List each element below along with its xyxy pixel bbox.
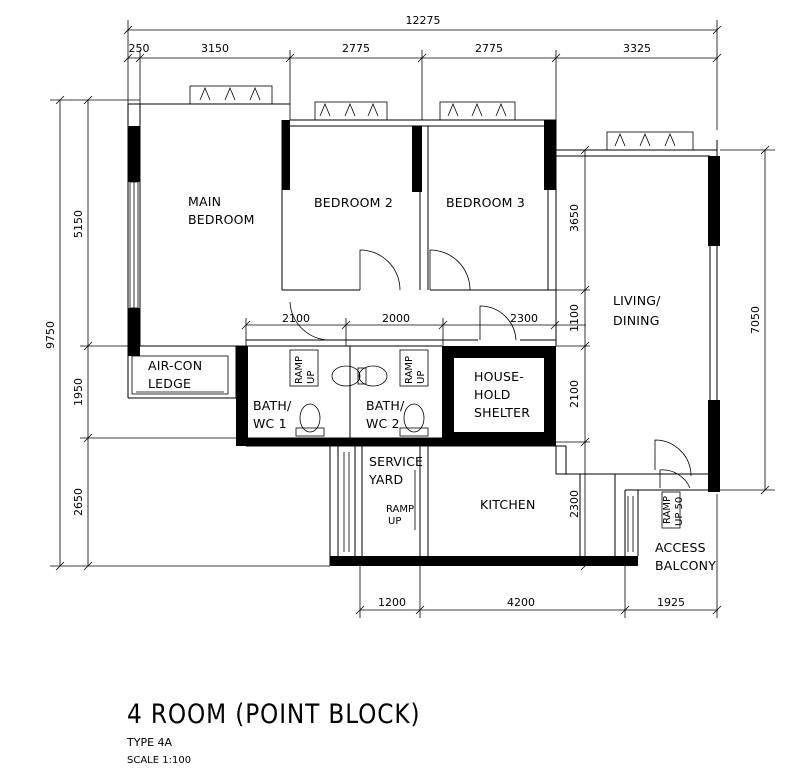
label-bedroom-2: BEDROOM 2 [314,195,393,210]
dim-left-1: 5150 [72,210,85,238]
plan-scale: SCALE 1:100 [127,755,192,766]
label-living-1: LIVING/ [613,293,661,308]
label-ramp-balcony-2: UP 50 [674,497,685,526]
label-ramp-balcony-1: RAMP [662,496,673,524]
label-shelter-3: SHELTER [474,405,530,420]
label-bath2-2: WC 2 [366,416,400,431]
room-labels: MAIN BEDROOM BEDROOM 2 BEDROOM 3 LIVING/… [148,194,716,573]
label-living-2: DINING [613,313,660,328]
label-ramp1-2: UP [306,371,317,384]
ramp-labels: RAMP UP RAMP UP RAMP UP RAMP UP 50 [294,356,685,527]
plan-title: 4 ROOM (POINT BLOCK) [127,699,421,730]
dim-inner-h-1: 2100 [282,312,310,325]
dimension-labels: 12275 250 3150 2775 2775 3325 9750 5150 … [44,14,762,609]
dim-inner-h-2: 2000 [382,312,410,325]
label-main-bedroom-2: BEDROOM [188,212,255,227]
label-aircon-1: AIR-CON [148,358,202,373]
title-block: 4 ROOM (POINT BLOCK) TYPE 4A SCALE 1:100 [127,699,468,767]
label-kitchen: KITCHEN [480,497,536,512]
dim-top-overall: 12275 [406,14,441,27]
dim-top-1: 250 [129,42,150,55]
dim-left-2: 1950 [72,378,85,406]
label-ramp2-2: UP [416,371,427,384]
walls [127,103,718,566]
label-yard-2: YARD [368,472,403,487]
floor-plan: 12275 250 3150 2775 2775 3325 9750 5150 … [44,14,775,618]
label-shelter-2: HOLD [474,387,511,402]
dim-top-3: 2775 [342,42,370,55]
dim-inner-v-2: 1100 [568,304,581,332]
wall-blocks [128,120,720,566]
label-yard-1: SERVICE [369,454,423,469]
label-ramp1-1: RAMP [294,356,305,384]
dim-top-4: 2775 [475,42,503,55]
label-balcony-1: ACCESS [655,540,706,555]
dim-bottom-1: 1200 [378,596,406,609]
label-bath2-1: BATH/ [366,398,405,413]
dim-inner-v-1: 3650 [568,204,581,232]
label-shelter-1: HOUSE- [474,369,524,384]
dim-bottom-3: 1925 [657,596,685,609]
dim-left-overall: 9750 [44,321,57,349]
dim-inner-h-3: 2300 [510,312,538,325]
label-balcony-2: BALCONY [655,558,716,573]
dim-inner-v-3: 2100 [568,380,581,408]
plan-type: TYPE 4A [127,736,173,749]
label-bedroom-3: BEDROOM 3 [446,195,525,210]
dim-top-2: 3150 [201,42,229,55]
doors [131,249,692,489]
label-ramp-yard-1: RAMP [386,504,414,515]
dim-right-1: 7050 [749,306,762,334]
fixtures [289,349,681,552]
dim-left-3: 2650 [72,488,85,516]
label-bath1-1: BATH/ [253,398,292,413]
dim-top-5: 3325 [623,42,651,55]
label-bath1-2: WC 1 [253,416,287,431]
label-aircon-2: LEDGE [148,376,191,391]
label-ramp2-1: RAMP [404,356,415,384]
dim-bottom-2: 4200 [507,596,535,609]
dim-inner-v-4: 2300 [568,490,581,518]
label-main-bedroom-1: MAIN [188,194,221,209]
dimension-lines [50,20,775,618]
label-ramp-yard-2: UP [388,516,401,527]
windows [129,85,694,309]
